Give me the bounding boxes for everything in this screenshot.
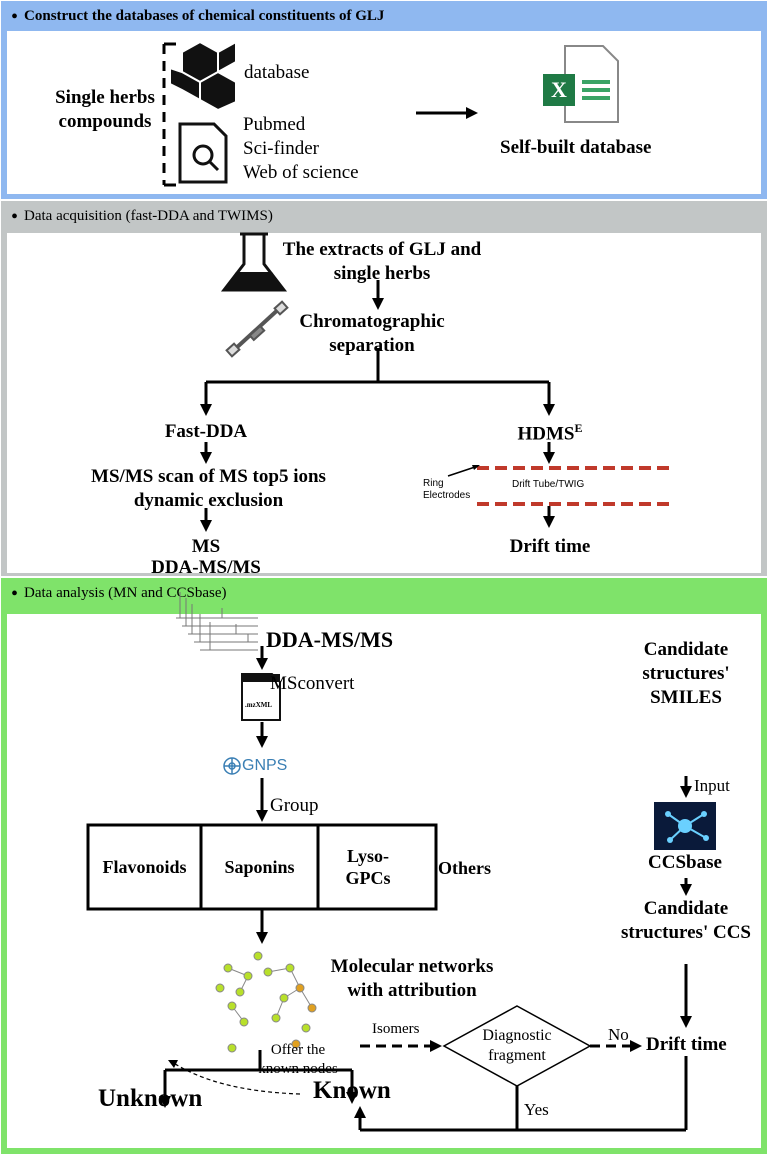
section-acquisition: • Data acquisition (fast-DDA and TWIMS): [1, 201, 767, 576]
bullet-icon: •: [11, 5, 19, 28]
category-lyso-gpcs: Lyso-GPCs: [345, 846, 391, 888]
column-icon: [225, 300, 289, 358]
unknown-label: Unknown: [98, 1085, 203, 1112]
mzxml-label: .mzXML: [245, 701, 273, 709]
yes-label: Yes: [524, 1100, 549, 1119]
input-label: Input: [694, 776, 730, 795]
drift-time-label: Drift time: [646, 1034, 727, 1055]
section-database: • Construct the databases of chemical con…: [1, 1, 767, 199]
drift-tube-label: Drift Tube/TWIG: [512, 479, 585, 490]
ms-label: MS: [191, 536, 221, 557]
isomers-label: Isomers: [372, 1021, 420, 1037]
section-analysis-title: Data analysis (MN and CCSbase): [24, 585, 227, 601]
diagnostic-label: Diagnostic fragment: [482, 1027, 552, 1064]
extracts-label: The extracts of GLJ and single herbs: [282, 239, 482, 284]
bullet-icon: •: [11, 582, 19, 605]
lit-source-wos: Web of science: [243, 162, 359, 183]
section-database-title: Construct the databases of chemical cons…: [24, 8, 385, 24]
category-others: Others: [438, 858, 491, 878]
msconvert-label: MSconvert: [270, 673, 355, 694]
mzxml-file-icon: [241, 673, 281, 721]
category-flavonoids: Flavonoids: [102, 857, 187, 877]
drift-time-label-acq: Drift time: [509, 536, 591, 557]
known-label: Known: [313, 1077, 391, 1104]
chrom-label: Chromatographic separation: [299, 311, 445, 356]
hdms-label: HDMSE: [505, 421, 595, 445]
candidate-ccs-label: Candidate structures' CCS: [620, 898, 751, 943]
group-label: Group: [270, 795, 319, 816]
no-label: No: [608, 1025, 629, 1044]
gnps-logo-icon: [223, 757, 241, 775]
lit-source-scifinder: Sci-finder: [243, 138, 319, 159]
ring-electrodes-label: Ring Electrodes: [423, 478, 471, 501]
ccsbase-label: CCSbase: [648, 852, 722, 873]
msms-scan-label: MS/MS scan of MS top5 ions dynamic exclu…: [91, 466, 326, 511]
dda-msms-label: DDA-MS/MS: [266, 627, 394, 652]
section-acquisition-title: Data acquisition (fast-DDA and TWIMS): [24, 208, 273, 224]
bullet-icon: •: [11, 205, 19, 228]
category-saponins: Saponins: [224, 857, 295, 877]
excel-file-icon: X: [543, 45, 619, 123]
offer-nodes-label: Offer the known nodes: [258, 1042, 338, 1077]
hdms-superscript: E: [574, 421, 583, 435]
section-database-body: [7, 31, 761, 194]
gnps-label: GNPS: [242, 757, 288, 774]
candidate-smiles-label: Candidate structures' SMILES: [642, 639, 730, 708]
ccsbase-icon: [654, 802, 716, 850]
section-database-header: • Construct the databases of chemical con…: [1, 1, 767, 31]
self-built-database-label: Self-built database: [500, 137, 652, 158]
section2-graphics: [200, 232, 675, 532]
spectra-icon: [176, 592, 258, 651]
dda-msms-label-acq: DDA-MS/MS: [151, 557, 261, 578]
molecular-network-icon: [215, 951, 317, 1053]
section-acquisition-body: [7, 233, 761, 573]
flask-icon: [220, 232, 288, 292]
fastdda-label: Fast-DDA: [164, 421, 248, 442]
single-herbs-label: Single herbs compounds: [55, 87, 155, 132]
molecular-networks-label: Molecular networks with attribution: [330, 956, 494, 1001]
svg-text:X: X: [551, 77, 567, 102]
lit-source-pubmed: Pubmed: [243, 114, 306, 135]
section-analysis: • Data analysis (MN and CCSbase): [1, 578, 767, 1154]
section-acquisition-header: • Data acquisition (fast-DDA and TWIMS): [1, 201, 767, 231]
hdms-text: HDMS: [517, 423, 575, 445]
cubes-icon: [169, 40, 237, 112]
section-analysis-body: [7, 614, 761, 1148]
search-document-icon: [178, 122, 228, 184]
section1-graphics: X: [162, 40, 619, 187]
section-analysis-header: • Data analysis (MN and CCSbase): [1, 578, 767, 608]
section3-graphics: [86, 592, 716, 1132]
offer-nodes-curve: [171, 1061, 301, 1095]
database-label: database: [244, 62, 310, 83]
